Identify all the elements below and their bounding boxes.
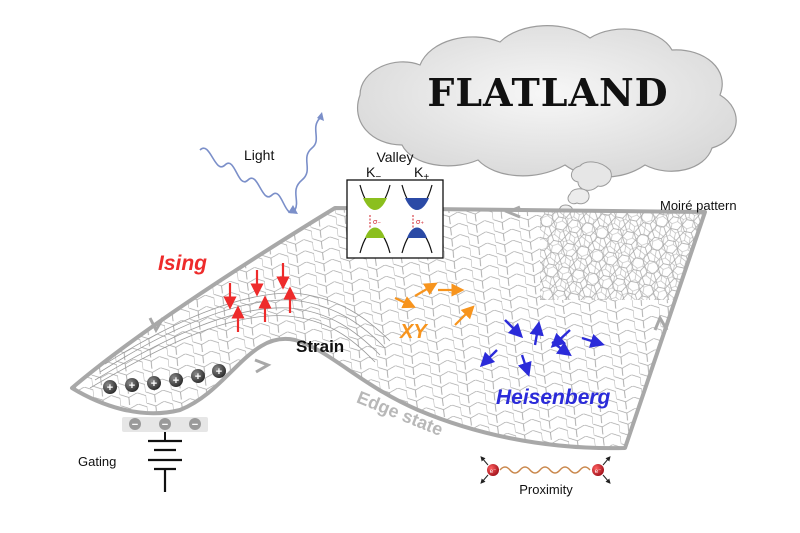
edge-arrow-top — [504, 205, 521, 219]
sigma-plus-label: σ₊ — [416, 219, 424, 226]
gate-electrode: − − − Gating — [78, 417, 208, 492]
heisenberg-spins — [479, 319, 605, 377]
edge-arrow-right — [653, 314, 669, 331]
edge-state-boundary — [70, 206, 707, 451]
ising-label: Ising — [158, 252, 207, 275]
svg-text:e⁻: e⁻ — [490, 469, 497, 475]
svg-text:+: + — [129, 380, 135, 392]
svg-text:+: + — [216, 366, 222, 378]
electron-left: e⁻ — [480, 456, 499, 484]
plus-charge: + — [125, 378, 139, 392]
valley-label: Valley — [376, 149, 413, 165]
plus-charge: + — [147, 376, 161, 390]
plus-charge: + — [169, 373, 183, 387]
valley-inset: Valley K− K+ σ₋ σ₊ — [346, 149, 444, 259]
positive-charges: + + + + + + — [103, 364, 226, 394]
light-label: Light — [244, 147, 274, 163]
electron-right: e⁻ — [592, 456, 611, 484]
plus-charge: + — [191, 369, 205, 383]
gating-label: Gating — [78, 454, 116, 469]
minus-charge: − — [159, 418, 171, 431]
plus-charge: + — [212, 364, 226, 378]
flatland-cloud: FLATLAND — [357, 25, 737, 217]
moire-label: Moiré pattern — [660, 198, 737, 213]
svg-text:+: + — [107, 382, 113, 394]
plus-charge: + — [103, 380, 117, 394]
k-minus-label: K− — [366, 164, 381, 183]
xy-spins — [394, 282, 475, 326]
sigma-minus-label: σ₋ — [373, 219, 381, 226]
svg-text:e⁻: e⁻ — [595, 469, 602, 475]
minus-charge: − — [129, 418, 141, 431]
edge-arrow-left — [148, 317, 165, 334]
edge-arrow-strain — [254, 358, 272, 374]
svg-text:−: − — [132, 419, 138, 431]
k-plus-label: K+ — [414, 164, 429, 183]
flatland-title: FLATLAND — [427, 70, 668, 115]
proximity-label: Proximity — [519, 482, 573, 497]
heisenberg-label: Heisenberg — [496, 386, 611, 409]
svg-text:+: + — [151, 378, 157, 390]
svg-text:−: − — [162, 419, 168, 431]
svg-text:+: + — [173, 375, 179, 387]
svg-text:−: − — [192, 419, 198, 431]
svg-text:+: + — [195, 371, 201, 383]
xy-label: XY — [399, 321, 428, 343]
proximity-coupling: e⁻ e⁻ Proximity — [480, 456, 611, 497]
light-wave: Light — [199, 112, 324, 214]
strain-label: Strain — [296, 337, 344, 356]
ising-spins — [223, 263, 297, 332]
minus-charge: − — [189, 418, 201, 431]
